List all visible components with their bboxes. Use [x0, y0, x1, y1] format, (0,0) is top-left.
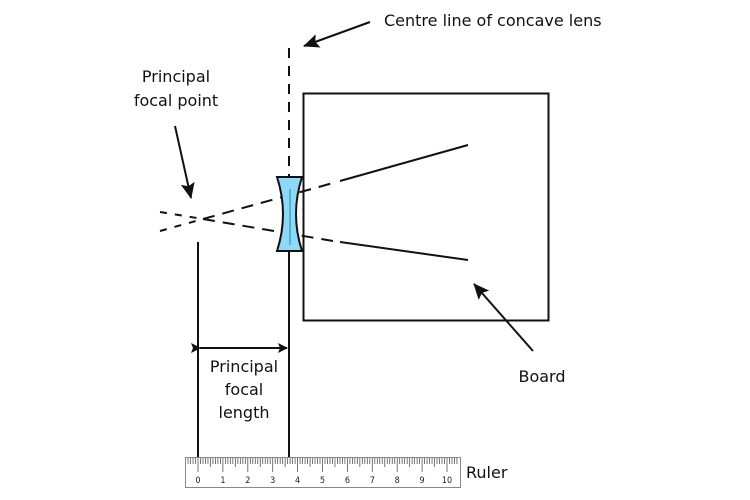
- ruler-tick-label: 2: [245, 476, 250, 486]
- ruler-tick-label: 5: [320, 476, 325, 486]
- focal-length-label-line2: focal: [225, 380, 263, 399]
- ruler-tick-label: 9: [420, 476, 425, 486]
- focal-point-label-line1: Principal: [142, 67, 210, 86]
- ruler-label: Ruler: [466, 463, 508, 482]
- centre-line-pointer-arrow: [303, 21, 371, 48]
- board-pointer-arrow: [473, 283, 534, 352]
- ruler-tick-label: 8: [395, 476, 400, 486]
- ray-upper-solid: [339, 144, 469, 182]
- board-label: Board: [518, 367, 565, 386]
- centre-line-label: Centre line of concave lens: [384, 11, 602, 30]
- focal-point-label-line2: focal point: [134, 91, 218, 110]
- ray-lower-virtual-ext: [159, 211, 204, 220]
- board: [302, 92, 550, 322]
- focal-length-label-line3: length: [219, 403, 270, 422]
- ruler-tick-label: 0: [195, 476, 200, 486]
- focal-length-label-line1: Principal: [210, 357, 278, 376]
- ruler-tick-label: 4: [295, 476, 300, 486]
- focal-point-pointer-arrow: [174, 125, 195, 199]
- ray-upper-virtual: [202, 182, 334, 220]
- ray-lower-virtual: [202, 218, 334, 242]
- ray-upper-virtual-ext: [159, 218, 204, 232]
- ruler-tick-label: 6: [345, 476, 350, 486]
- ruler-tick-label: 7: [370, 476, 375, 486]
- ruler-body: [185, 457, 461, 488]
- ray-lower-solid: [339, 241, 469, 261]
- ruler: 0 1 2 3 4 5 6 7 8 9 10: [185, 457, 461, 488]
- ruler-tick-label: 3: [270, 476, 275, 486]
- ruler-tick-label: 1: [220, 476, 225, 486]
- ruler-tick-label: 10: [442, 476, 452, 486]
